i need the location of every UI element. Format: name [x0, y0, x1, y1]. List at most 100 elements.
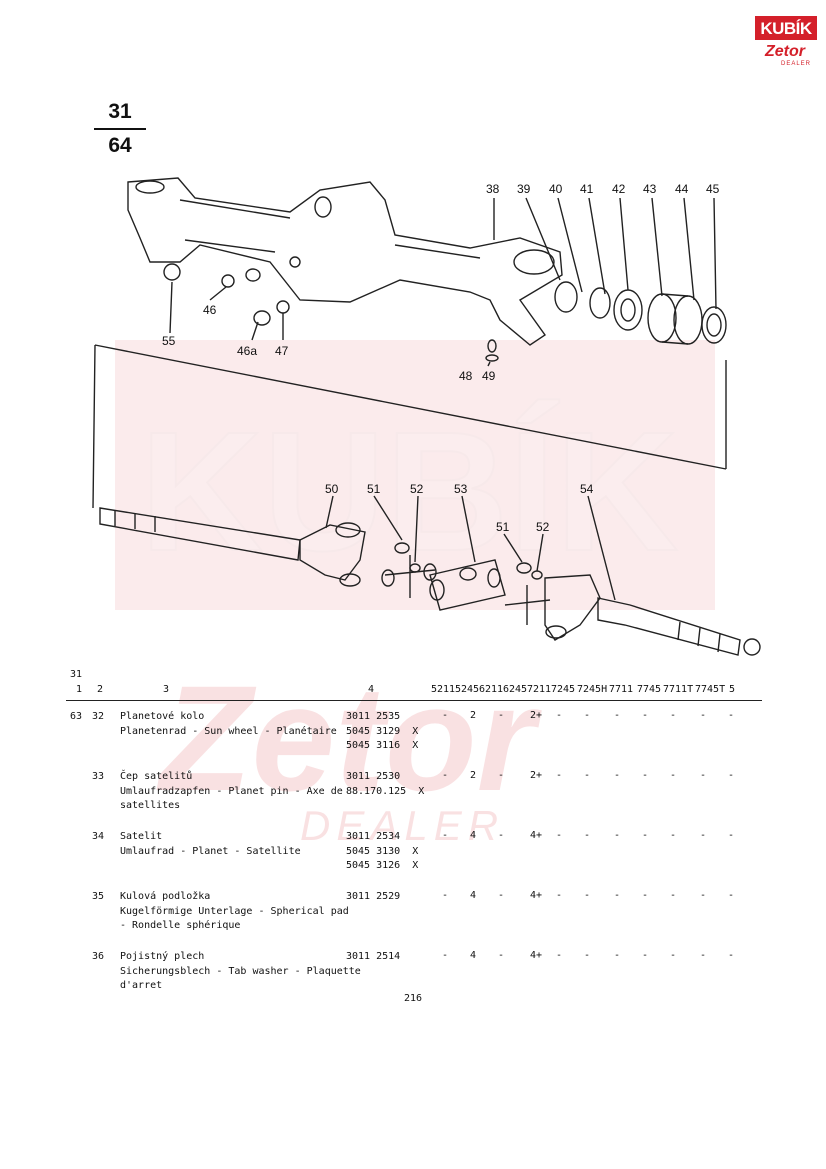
row-qty: - — [700, 890, 707, 901]
row-qty: 4 — [470, 890, 477, 901]
callout-54: 54 — [580, 482, 594, 496]
model-col-11: 5 — [729, 684, 736, 695]
callout-51: 51 — [367, 482, 381, 496]
model-col-0: 5211 — [431, 684, 456, 695]
exploded-parts-drawing: 38 39 40 41 42 43 44 45 46 46a 47 48 49 … — [92, 177, 761, 656]
yoke-right — [544, 574, 601, 641]
callout-50: 50 — [325, 482, 339, 496]
row-description-line: Sicherungsblech - Tab washer - Plaquette — [120, 965, 361, 977]
row-qty: - — [642, 830, 649, 841]
row-qty: 2 — [470, 770, 477, 781]
axle-shaft-left — [99, 507, 301, 561]
row-qty: 2+ — [530, 770, 543, 781]
model-col-4: 7211 — [527, 684, 552, 695]
callout-40: 40 — [549, 182, 563, 196]
row-qty: 4+ — [530, 830, 543, 841]
model-col-9: 7711T — [663, 684, 694, 695]
row-part-number: 5045 3129 X — [346, 725, 419, 737]
axle-shaft-right — [597, 597, 741, 656]
model-col-5: 7245 — [551, 684, 576, 695]
callout-38: 38 — [486, 182, 500, 196]
row-qty: - — [584, 710, 591, 721]
row-position: 32 — [92, 711, 105, 722]
callout-49: 49 — [482, 369, 496, 383]
group-number: 31 — [70, 669, 83, 680]
row-description-line: Kugelförmige Unterlage - Spherical pad — [120, 905, 349, 917]
row-qty: - — [584, 950, 591, 961]
center-coupling — [429, 559, 506, 611]
watermark-brand: KUBÍK — [140, 397, 678, 587]
kubik-zetor-logo: KUBÍK Zetor DEALER — [755, 16, 817, 72]
logo-zetor: Zetor — [765, 43, 805, 60]
logo-dealer: DEALER — [781, 61, 812, 67]
row-qty: - — [556, 950, 563, 961]
callout-46: 46 — [203, 303, 217, 317]
row-qty: - — [498, 770, 505, 781]
row-description-line: Kulová podložka — [120, 891, 211, 902]
row-qty: - — [642, 710, 649, 721]
row-fig-number: 63 — [70, 711, 83, 722]
model-col-7: 7711 — [609, 684, 634, 695]
row-description-line: Umlaufradzapfen - Planet pin - Axe de — [120, 785, 343, 797]
row-qty: - — [728, 830, 735, 841]
row-qty: - — [614, 890, 621, 901]
col-num-3: 3 — [163, 684, 170, 695]
callout-46a: 46a — [237, 344, 257, 358]
row-position: 35 — [92, 891, 105, 902]
callout-52: 52 — [410, 482, 424, 496]
row-part-number: 5045 3130 X — [346, 845, 419, 857]
header-divider — [66, 700, 762, 701]
callout-45: 45 — [706, 182, 720, 196]
row-qty: - — [584, 890, 591, 901]
row-qty: - — [442, 710, 449, 721]
row-qty: - — [670, 770, 677, 781]
row-description-line: Planetenrad - Sun wheel - Planétaire — [120, 725, 337, 737]
col-num-2: 2 — [97, 684, 104, 695]
row-position: 33 — [92, 771, 105, 782]
row-qty: - — [614, 830, 621, 841]
row-description-line: Pojistný plech — [120, 951, 205, 962]
row-qty: - — [498, 830, 505, 841]
row-qty: - — [556, 710, 563, 721]
row-qty: - — [442, 830, 449, 841]
row-qty: - — [556, 830, 563, 841]
model-col-8: 7745 — [637, 684, 662, 695]
row-qty: - — [498, 890, 505, 901]
row-qty: - — [670, 710, 677, 721]
row-part-number: 3011 2534 — [346, 831, 401, 842]
row-description-line: Čep satelitů — [120, 771, 193, 782]
logo-brand: KUBÍK — [760, 19, 812, 38]
page-number: 216 — [404, 993, 423, 1004]
row-qty: 4 — [470, 830, 477, 841]
row-qty: - — [728, 710, 735, 721]
row-qty: 4+ — [530, 950, 543, 961]
callout-44: 44 — [675, 182, 689, 196]
row-qty: - — [556, 770, 563, 781]
row-qty: 4+ — [530, 890, 543, 901]
yoke-left — [299, 524, 366, 581]
row-qty: - — [728, 890, 735, 901]
row-description-line: - Rondelle sphérique — [120, 920, 241, 932]
row-description-line: d'arret — [120, 980, 163, 992]
model-col-2: 6211 — [479, 684, 504, 695]
row-qty: - — [728, 950, 735, 961]
row-qty: - — [498, 710, 505, 721]
model-col-1: 5245 — [455, 684, 480, 695]
row-part-number: 5045 3126 X — [346, 860, 419, 872]
callout-41: 41 — [580, 182, 594, 196]
model-col-10: 7745T — [695, 684, 726, 695]
row-position: 34 — [92, 831, 105, 842]
figure-number: 31 64 — [94, 100, 146, 158]
row-qty: - — [442, 950, 449, 961]
callout-39: 39 — [517, 182, 531, 196]
row-qty: - — [642, 950, 649, 961]
callout-52b: 52 — [536, 520, 550, 534]
row-qty: - — [556, 890, 563, 901]
row-qty: 4 — [470, 950, 477, 961]
row-qty: - — [700, 710, 707, 721]
row-description-line: satellites — [120, 800, 181, 812]
model-col-3: 6245 — [503, 684, 528, 695]
row-qty: - — [442, 890, 449, 901]
